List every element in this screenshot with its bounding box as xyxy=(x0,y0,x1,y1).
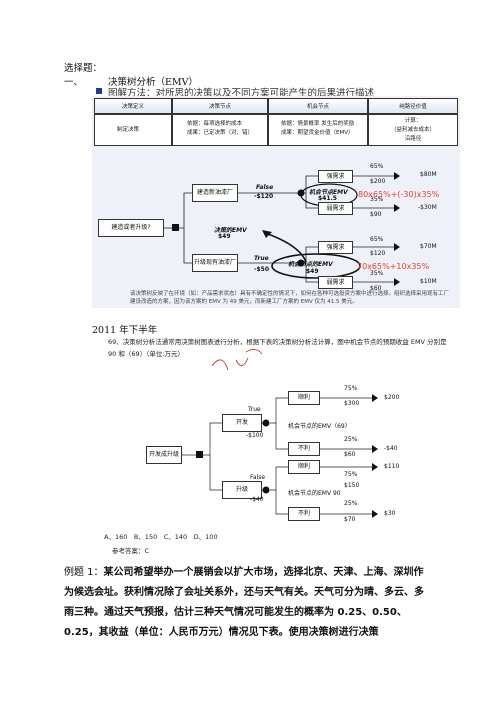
example-label: 例题 1： xyxy=(64,567,104,578)
chance-2-title: 机会节点的EMV xyxy=(288,261,333,268)
develop-option: 开发 xyxy=(222,414,262,432)
chance-node-2 xyxy=(262,419,270,427)
tree-1-note: 该决策树反映了在环境（如：产品需求状态）具有不确定性的情况下，如何在各种可选投资… xyxy=(130,291,450,305)
example-paragraph: 例题 1：某公司希望举办一个展销会以扩大市场，选择北京、天津、上海、深圳作为候选… xyxy=(64,563,428,643)
highlight-ellipse xyxy=(271,253,361,279)
prob-4: 35% xyxy=(370,270,384,277)
result-2-4: $30 xyxy=(384,510,396,517)
weak-demand-1: 弱需求 xyxy=(318,202,353,215)
pointer-arrow xyxy=(267,233,307,263)
handwriting-mark xyxy=(211,357,249,371)
result-3: $70M xyxy=(420,243,437,250)
good-outcome-1: 顺利 xyxy=(288,391,320,405)
true-cost-2: -$100 xyxy=(246,432,264,439)
table-header: 决策定义 xyxy=(94,98,172,114)
calc-annotation-2: 70x65%+10x35% xyxy=(357,262,430,271)
value-2-3: $150 xyxy=(344,482,360,489)
table-cell: 依据：每项选择的成本 成果：已定决策（对、错） xyxy=(172,114,268,146)
value-4: $60 xyxy=(370,285,382,292)
calc-annotation-1: 80x65%+(-30)x35% xyxy=(358,190,440,199)
section-title: 决策树分析（EMV） xyxy=(108,77,199,88)
result-1: $80M xyxy=(420,171,437,178)
tree-1-root: 建造或者升级? xyxy=(98,219,164,237)
value-2-2: $60 xyxy=(344,451,356,458)
false-label: False xyxy=(256,184,274,191)
answer-options: A、160 B、150 C、140 D、100 xyxy=(104,533,218,541)
method-text: 图解方法：对所思的决策以及不同方案可能产生的后果进行描述 xyxy=(108,88,375,99)
example-text: 某公司希望举办一个展销会以扩大市场，选择北京、天津、上海、深圳作为候选会址。获利… xyxy=(64,567,424,638)
value-3: $120 xyxy=(370,250,386,257)
prob-1: 65% xyxy=(370,163,384,170)
value-2: $90 xyxy=(370,211,382,218)
heading: 选择题： xyxy=(64,63,103,74)
value-2-1: $300 xyxy=(344,400,360,407)
table-cell: 制定决策 xyxy=(94,114,172,146)
chance-1-title: 机会节点EMV xyxy=(309,189,348,196)
bullet-icon xyxy=(96,88,102,94)
bad-outcome-2: 不利 xyxy=(288,507,320,521)
reference-answer: 参考答案：C xyxy=(112,547,150,555)
decision-node xyxy=(172,224,179,231)
value-1: $200 xyxy=(370,178,386,185)
chance-node xyxy=(297,259,305,267)
bad-outcome-1: 不利 xyxy=(288,442,320,456)
false-cost: -$120 xyxy=(254,193,274,200)
decision-emv-label: 决策的EMV xyxy=(214,227,247,234)
table-header: 机会节点 xyxy=(268,98,368,114)
prob-2-2: 25% xyxy=(344,436,358,443)
false-cost-2: -$40 xyxy=(250,496,264,503)
upgrade-option: 升级现有油漆厂 xyxy=(192,254,238,272)
true-label: True xyxy=(254,255,269,262)
chance-node-2 xyxy=(262,486,270,494)
build-option: 建造新油漆厂 xyxy=(192,184,238,202)
prob-2-3: 75% xyxy=(344,471,358,478)
false-label-2: False xyxy=(250,474,266,481)
chance-2-label-b: 机会节点的EMV 90 xyxy=(288,490,341,497)
chance-2-label-a: 机会节点的EMV（69） xyxy=(288,423,351,430)
result-2: -$30M xyxy=(418,204,437,211)
prob-2-4: 25% xyxy=(344,500,358,507)
true-cost: -$50 xyxy=(254,266,270,273)
section-number: 一、 xyxy=(64,77,84,88)
true-label-2: True xyxy=(248,406,261,413)
result-2-1: $200 xyxy=(384,394,400,401)
year-heading: 2011 年下半年 xyxy=(92,325,158,336)
weak-demand-2: 弱需求 xyxy=(318,276,353,289)
tree-2-root: 开发成升级 xyxy=(146,446,182,464)
table-1: 决策定义 决策节点 机会节点 纯路径价值 制定决策 依据：每项选择的成本 成果：… xyxy=(94,98,458,148)
strong-demand-1: 强需求 xyxy=(318,170,353,183)
decision-emv-value: $49 xyxy=(218,233,231,240)
result-4: $10M xyxy=(420,278,437,285)
upgrade-option-2: 升级 xyxy=(222,481,262,499)
result-2-3: $110 xyxy=(384,463,400,470)
prob-2: 35% xyxy=(370,196,384,203)
handwriting-mark xyxy=(245,349,263,355)
table-header: 决策节点 xyxy=(172,98,268,114)
good-outcome-2: 顺利 xyxy=(288,460,320,474)
value-2-4: $70 xyxy=(344,516,356,523)
table-cell: 计算： （益利减去成本） 沿路径 xyxy=(368,114,458,146)
prob-3: 65% xyxy=(370,236,384,243)
chance-1-value: $41.5 xyxy=(318,195,337,202)
table-cell: 依据：情景概率 发生后的奖励 成果：期望货金价值（EMV） xyxy=(268,114,368,146)
arrow-head xyxy=(262,230,272,238)
strong-demand-2: 强需求 xyxy=(318,241,353,254)
question-text: 69、决策树分析法通常用决策树图表进行分析，根据下表的决策树分析法计算，图中机会… xyxy=(108,338,447,358)
table-header: 纯路径价值 xyxy=(368,98,458,114)
prob-2-1: 75% xyxy=(344,385,358,392)
chance-2-value: $49 xyxy=(306,268,319,275)
decision-node-2 xyxy=(196,451,203,458)
result-2-2: -$40 xyxy=(384,445,398,452)
